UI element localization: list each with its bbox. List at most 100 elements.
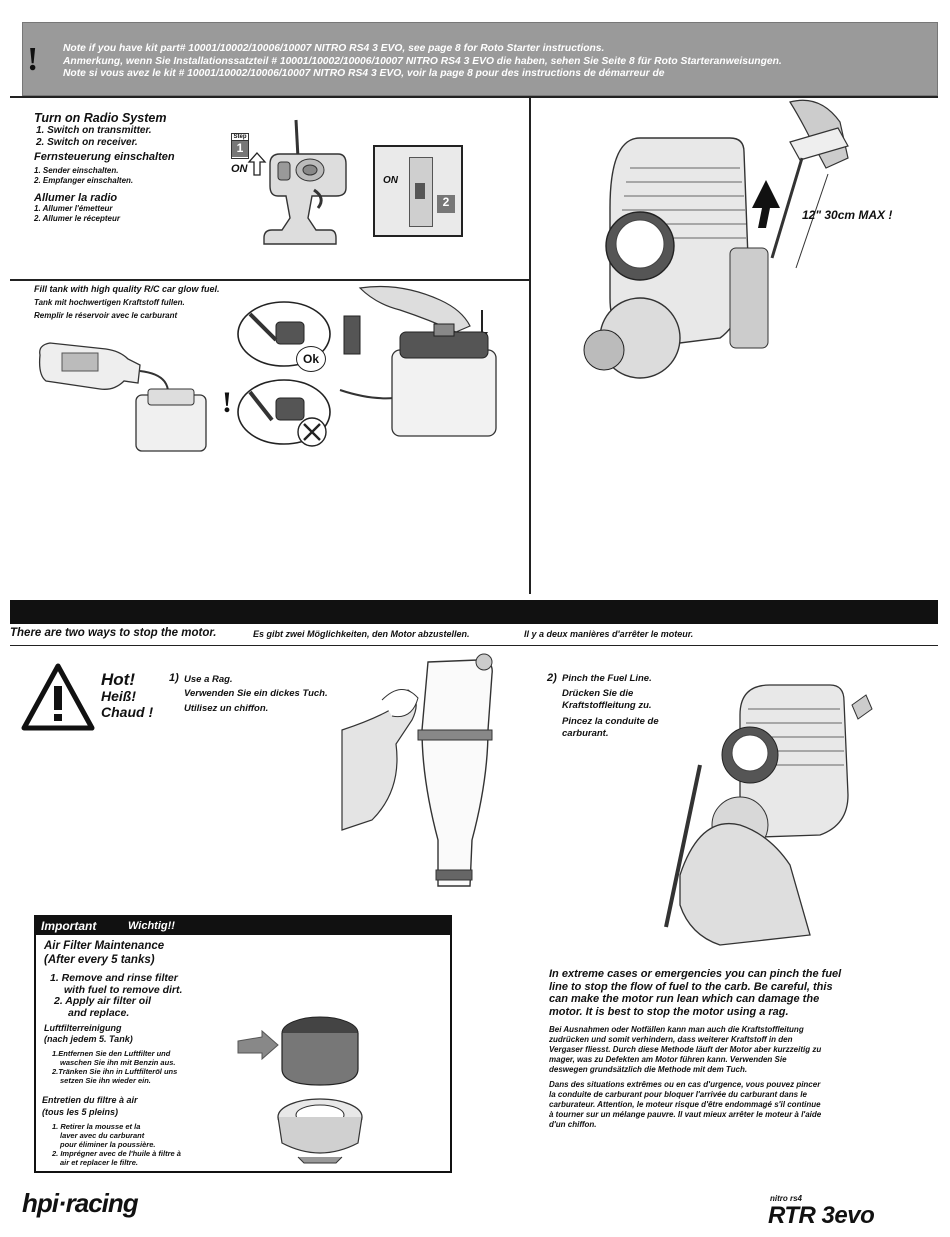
caution-fr-line: carburateur. Attention, le moteur risque… <box>549 1100 821 1109</box>
hand-filling-tank-illustration <box>339 285 497 437</box>
radio-title-fr: Allumer la radio <box>34 192 118 204</box>
filter-fr-1a: 1. Retirer la mousse et la <box>52 1122 141 1131</box>
hpi-racing-logo: hpi·racing <box>22 1188 139 1218</box>
filter-title-2: (After every 5 tanks) <box>44 954 155 966</box>
filter-steps-fr: 1. Retirer la mousse et la laver avec du… <box>52 1122 181 1167</box>
caution-fr: Dans des situations extrêmes ou en cas d… <box>549 1080 821 1130</box>
air-filter-illustration <box>237 1016 363 1164</box>
notice-line-fr: Note si vous avez le kit # 10001/10002/1… <box>63 68 665 79</box>
filter-de-1b: waschen Sie ihn mit Benzin aus. <box>60 1058 176 1067</box>
switch-toggle <box>415 183 425 199</box>
hot-de: Heiß! <box>101 688 136 704</box>
notice-banner: ! Note if you have kit part# 10001/10002… <box>22 22 938 96</box>
caution-fr-line: d'un chiffon. <box>549 1120 597 1129</box>
hot-warning-icon <box>21 663 95 731</box>
caution-en-line: can make the motor run lean which can da… <box>549 993 820 1005</box>
caution-en: In extreme cases or emergencies you can … <box>549 968 841 1018</box>
radio-step1-fr: 1. Allumer l'émetteur <box>34 204 113 213</box>
radio-title-en: Turn on Radio System <box>34 111 167 125</box>
step-number-1: 1 <box>232 141 248 157</box>
caution-de-line: zudrücken und somit verhindern, dass wei… <box>549 1035 793 1044</box>
radio-step2-en: 2. Switch on receiver. <box>36 137 138 148</box>
caution-fr-line: à tourner sur un mélange pauvre. Il vaut… <box>549 1110 822 1119</box>
method2-en: Pinch the Fuel Line. <box>562 673 652 684</box>
caution-de-line: deswegen grundsätzlich die Methode mit d… <box>549 1065 748 1074</box>
switch-housing <box>409 157 433 227</box>
method2-de-1: Drücken Sie die <box>562 688 634 699</box>
max-pull-measure: 12" 30cm MAX ! <box>802 208 893 222</box>
filter-de-title-1: Luftfilterreinigung <box>44 1023 122 1033</box>
radio-step1-de: 1. Sender einschalten. <box>34 166 119 175</box>
valve-wrong-illustration <box>237 379 331 447</box>
important-label-de: Wichtig!! <box>128 920 175 932</box>
nitro-rs4-logo-small: nitro rs4 <box>770 1194 803 1203</box>
important-box: Important Wichtig!! Air Filter Maintenan… <box>34 915 452 1173</box>
filter-fr-1b: laver avec du carburant <box>60 1131 145 1140</box>
divider-mid <box>10 279 530 281</box>
caution-en-line: In extreme cases or emergencies you can … <box>549 968 842 980</box>
on-label: ON <box>231 163 248 175</box>
divider-intro <box>10 645 938 646</box>
radio-step1-en: 1. Switch on transmitter. <box>36 125 152 136</box>
pinch-fuel-line-illustration <box>664 684 873 946</box>
method1-en: Use a Rag. <box>184 674 233 685</box>
on-label-switch: ON <box>383 175 398 186</box>
method2-de-2: Kraftstoffleitung zu. <box>562 700 652 711</box>
filter-de-title-2: (nach jedem 5. Tank) <box>44 1034 133 1044</box>
important-label-en: Important <box>41 919 97 933</box>
stop-intro-fr: Il y a deux manières d'arrêter le moteur… <box>524 629 694 639</box>
caution-de-line: Bei Ausnahmen oder Notfällen kann man au… <box>549 1025 804 1034</box>
filter-steps-en: 1. Remove and rinse filter with fuel to … <box>50 972 183 1019</box>
method2-number: 2) <box>547 672 557 684</box>
divider-top <box>10 96 938 98</box>
radio-title-de: Fernsteuerung einschalten <box>34 151 175 163</box>
stop-intro-de: Es gibt zwei Möglichkeiten, den Motor ab… <box>253 629 470 639</box>
caution-fr-line: Dans des situations extrêmes ou en cas d… <box>549 1080 821 1089</box>
caution-fr-line: la conduite de carburant pour bloquer l'… <box>549 1090 807 1099</box>
radio-section: Turn on Radio System 1. Switch on transm… <box>34 111 175 224</box>
filter-fr-2a: 2. Imprégner avec de l'huile à filtre à <box>52 1149 181 1158</box>
filter-title-fr: Entretien du filtre à air (tous les 5 pl… <box>42 1094 138 1118</box>
filter-en-1b: with fuel to remove dirt. <box>64 983 183 996</box>
caution-en-line: line to stop the flow of fuel to the car… <box>549 980 833 993</box>
fuel-line-fr: Remplir le réservoir avec le carburant <box>34 311 178 320</box>
filter-de-2a: 2.Tränken Sie ihn in Luftfilteröl uns <box>52 1067 178 1076</box>
step-number-2: 2 <box>437 195 455 213</box>
hot-fr: Chaud ! <box>101 704 154 720</box>
filter-title: Air Filter Maintenance (After every 5 ta… <box>44 939 164 967</box>
caution-de-line: Vergaser fliesst. Durch diese Methode lä… <box>549 1045 822 1054</box>
filter-en-2a: 2. Apply air filter oil <box>54 995 152 1007</box>
hot-en: Hot! <box>101 670 135 689</box>
filter-en-2b: and replace. <box>68 1006 130 1019</box>
filter-fr-1c: pour éliminer la poussière. <box>60 1140 156 1149</box>
stop-intro-en: There are two ways to stop the motor. <box>10 627 217 639</box>
caution-en-line: motor. It is best to stop the motor usin… <box>549 1005 789 1018</box>
divider-vertical <box>529 96 531 594</box>
method1-number: 1) <box>169 672 179 684</box>
ok-badge: Ok <box>296 346 326 372</box>
section-bar <box>10 600 938 624</box>
method2-fr-2: carburant. <box>562 728 609 739</box>
radio-step2-fr: 2. Allumer le récepteur <box>34 214 120 223</box>
step-badge: Step 1 <box>231 133 249 159</box>
method2-fr-1: Pincez la conduite de <box>562 716 659 727</box>
notice-line-de: Anmerkung, wenn Sie Installationssatztei… <box>63 55 782 67</box>
caution-de: Bei Ausnahmen oder Notfällen kann man au… <box>549 1025 821 1075</box>
filter-title-1: Air Filter Maintenance <box>44 940 165 952</box>
filter-de-1a: 1.Entfernen Sie den Luftfilter und <box>52 1049 171 1058</box>
notice-line-en: Note if you have kit part# 10001/10002/1… <box>63 43 605 54</box>
filter-fr-title-1: Entretien du filtre à air <box>42 1095 138 1105</box>
filter-en-1a: 1. Remove and rinse filter <box>50 972 178 984</box>
engine-pull-starter-illustration <box>583 99 849 379</box>
filter-fr-2b: air et replacer le filtre. <box>60 1158 138 1167</box>
filter-fr-title-2: (tous les 5 pleins) <box>42 1107 119 1117</box>
notice-text: Note if you have kit part# 10001/10002/1… <box>63 43 782 81</box>
exhaust-rag-illustration <box>341 653 493 887</box>
fuel-line-de: Tank mit hochwertigen Kraftstoff fullen. <box>34 298 185 307</box>
filter-steps-de: 1.Entfernen Sie den Luftfilter und wasch… <box>52 1049 177 1085</box>
exclamation-icon-fuel: ! <box>222 386 232 419</box>
receiver-switch-illustration: ON 2 <box>373 145 463 237</box>
fuel-bottle-illustration <box>38 342 207 452</box>
filter-de-2b: setzen Sie ihn wieder ein. <box>60 1076 151 1085</box>
fuel-line-en: Fill tank with high quality R/C car glow… <box>34 284 220 294</box>
